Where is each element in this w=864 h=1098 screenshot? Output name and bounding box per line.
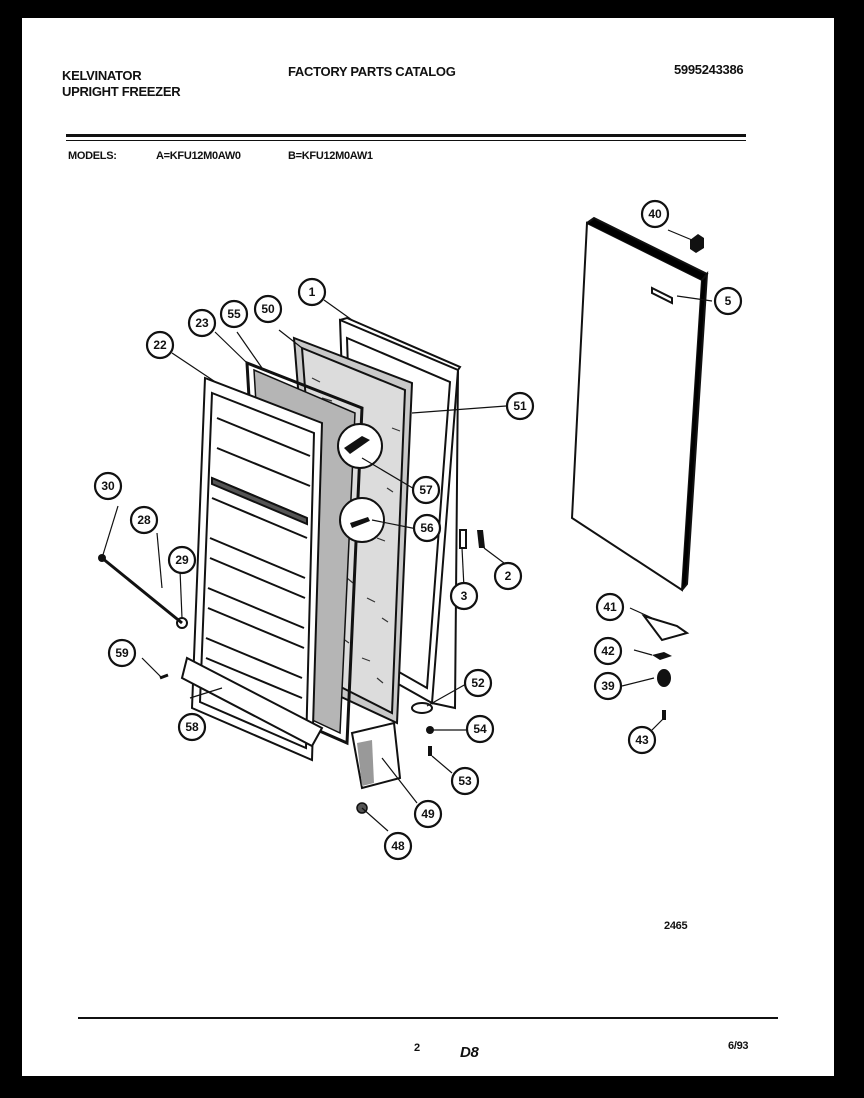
callout-22: 22 bbox=[145, 330, 175, 360]
callout-28: 28 bbox=[129, 505, 159, 535]
header-rule-thin bbox=[66, 140, 746, 141]
callout-23: 23 bbox=[187, 308, 217, 338]
models-label: MODELS: bbox=[68, 150, 117, 162]
exploded-parts-diagram: 1 2 3 5 22 23 28 29 30 39 40 41 42 43 48… bbox=[93, 199, 743, 861]
catalog-number: 5995243386 bbox=[674, 62, 744, 77]
leader-lines bbox=[101, 229, 713, 832]
shelf-rod bbox=[101, 556, 183, 625]
section-code: D8 bbox=[460, 1044, 479, 1061]
svg-text:5: 5 bbox=[725, 294, 732, 308]
callout-54: 54 bbox=[465, 714, 495, 744]
model-a: A=KFU12M0AW0 bbox=[156, 150, 241, 162]
svg-text:59: 59 bbox=[115, 646, 129, 660]
model-b: B=KFU12M0AW1 bbox=[288, 150, 373, 162]
svg-text:55: 55 bbox=[227, 307, 241, 321]
svg-text:58: 58 bbox=[185, 720, 199, 734]
svg-text:54: 54 bbox=[473, 722, 487, 736]
svg-text:22: 22 bbox=[153, 338, 167, 352]
callout-30: 30 bbox=[93, 471, 123, 501]
drawing-number: 2465 bbox=[664, 920, 688, 932]
svg-text:57: 57 bbox=[419, 483, 433, 497]
callout-43: 43 bbox=[627, 725, 657, 755]
header-rule bbox=[66, 134, 746, 137]
print-date: 6/93 bbox=[728, 1040, 749, 1052]
toe-grille bbox=[180, 656, 324, 748]
svg-text:30: 30 bbox=[101, 479, 115, 493]
callout-1: 1 bbox=[297, 277, 327, 307]
callout-50: 50 bbox=[253, 294, 283, 324]
svg-text:29: 29 bbox=[175, 553, 189, 567]
catalog-page: KELVINATOR UPRIGHT FREEZER FACTORY PARTS… bbox=[22, 18, 834, 1076]
callout-29: 29 bbox=[167, 545, 197, 575]
callout-57: 57 bbox=[411, 475, 441, 505]
svg-text:52: 52 bbox=[471, 676, 485, 690]
footer-rule bbox=[78, 1017, 778, 1019]
svg-text:50: 50 bbox=[261, 302, 275, 316]
callout-39: 39 bbox=[593, 671, 623, 701]
svg-text:49: 49 bbox=[421, 807, 435, 821]
callout-49: 49 bbox=[413, 799, 443, 829]
svg-text:53: 53 bbox=[458, 774, 472, 788]
callout-42: 42 bbox=[593, 636, 623, 666]
svg-text:43: 43 bbox=[635, 733, 649, 747]
svg-text:56: 56 bbox=[420, 521, 434, 535]
callout-59: 59 bbox=[107, 638, 137, 668]
callout-5: 5 bbox=[713, 286, 743, 316]
svg-text:42: 42 bbox=[601, 644, 615, 658]
callout-55: 55 bbox=[219, 299, 249, 329]
callout-56: 56 bbox=[412, 513, 442, 543]
svg-text:51: 51 bbox=[513, 399, 527, 413]
callout-3: 3 bbox=[449, 581, 479, 611]
svg-text:28: 28 bbox=[137, 513, 151, 527]
outer-door bbox=[570, 216, 709, 592]
svg-text:23: 23 bbox=[195, 316, 209, 330]
callout-53: 53 bbox=[450, 766, 480, 796]
svg-text:1: 1 bbox=[309, 285, 316, 299]
callout-40: 40 bbox=[640, 199, 670, 229]
svg-text:2: 2 bbox=[505, 569, 512, 583]
svg-text:39: 39 bbox=[601, 679, 615, 693]
brand-name: KELVINATOR bbox=[62, 68, 142, 83]
svg-text:41: 41 bbox=[603, 600, 617, 614]
svg-text:3: 3 bbox=[461, 589, 468, 603]
callout-2: 2 bbox=[493, 561, 523, 591]
product-name: UPRIGHT FREEZER bbox=[62, 84, 181, 99]
callout-58: 58 bbox=[177, 712, 207, 742]
svg-text:40: 40 bbox=[648, 207, 662, 221]
callout-51: 51 bbox=[505, 391, 535, 421]
callout-41: 41 bbox=[595, 592, 625, 622]
svg-text:48: 48 bbox=[391, 839, 405, 853]
catalog-title: FACTORY PARTS CATALOG bbox=[288, 64, 456, 79]
page-number: 2 bbox=[414, 1042, 420, 1054]
inner-door-liner bbox=[190, 376, 324, 762]
callout-52: 52 bbox=[463, 668, 493, 698]
callout-48: 48 bbox=[383, 831, 413, 861]
